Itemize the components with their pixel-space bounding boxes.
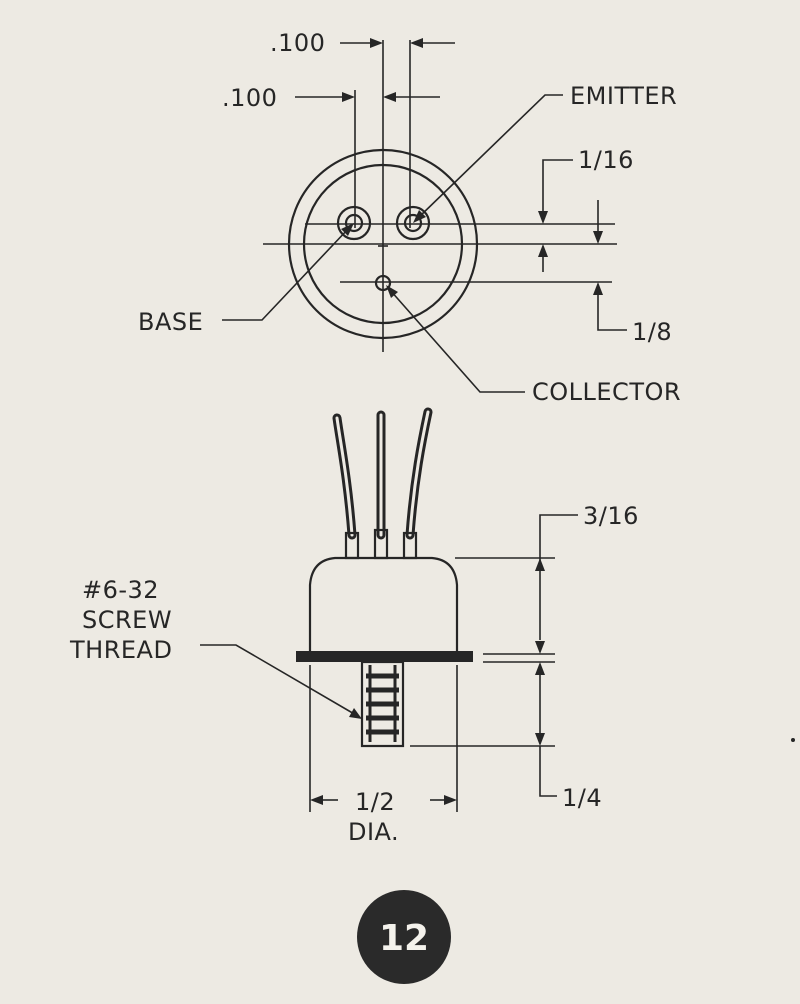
side-view: #6-32 SCREW THREAD 3/16 1/4 1/2 DIA.: [69, 407, 639, 846]
emitter-pin: [395, 205, 431, 241]
base-label: BASE: [138, 308, 203, 336]
figure-number: 12: [379, 918, 429, 959]
speck: [791, 738, 795, 742]
base-leader: [222, 227, 350, 321]
dim-1-4: [539, 746, 557, 797]
base-pin: [336, 205, 372, 241]
height-case-label: 3/16: [583, 502, 639, 530]
thread-screw-label: SCREW: [82, 606, 172, 634]
top-view: .100 .100 EMITTER BASE COLLECTOR 1/16 1/…: [138, 29, 681, 406]
mounting-flange: [296, 651, 473, 662]
collector-pin: [374, 274, 392, 292]
collector-label: COLLECTOR: [532, 378, 681, 406]
figure-number-badge: 12: [357, 890, 451, 984]
dim-3-16: [539, 514, 578, 562]
dim-1-16-upper: [542, 159, 573, 214]
emitter-leader: [417, 94, 563, 219]
lead-wires: [332, 407, 433, 540]
dim-1-8-lower: [597, 290, 627, 331]
height-stud-label: 1/4: [562, 784, 602, 812]
offset-upper-label: 1/16: [578, 146, 634, 174]
thread-leader: [200, 644, 357, 716]
transistor-case: [308, 556, 459, 652]
screw-stud: [360, 660, 405, 748]
thread-size-label: #6-32: [82, 576, 159, 604]
spacing-left-label: .100: [222, 84, 277, 112]
collector-leader: [389, 289, 525, 393]
emitter-label: EMITTER: [570, 82, 677, 110]
diameter-label: 1/2: [355, 788, 395, 816]
offset-lower-label: 1/8: [632, 318, 672, 346]
spacing-top-label: .100: [270, 29, 325, 57]
thread-thread-label: THREAD: [69, 636, 172, 664]
diameter-suffix-label: DIA.: [348, 818, 399, 846]
